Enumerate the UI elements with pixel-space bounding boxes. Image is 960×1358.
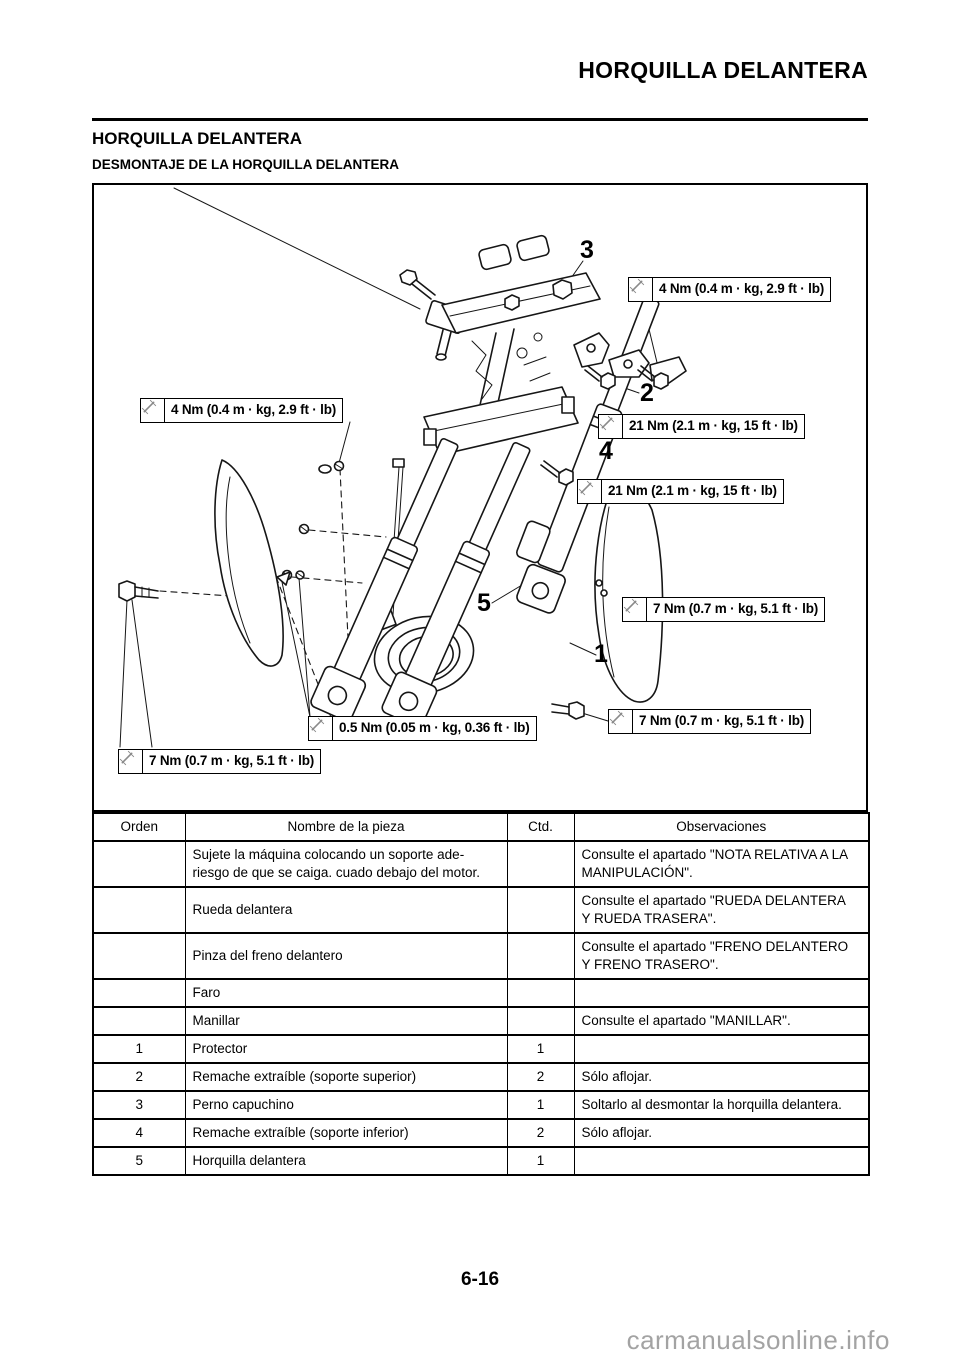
- torque-callout: 0.5 Nm (0.05 m · kg, 0.36 ft · lb): [308, 716, 537, 741]
- part-label-1: 1: [594, 640, 608, 668]
- part-label-3: 3: [580, 236, 594, 264]
- table-header-row: Orden Nombre de la pieza Ctd. Observacio…: [92, 812, 870, 842]
- table-row: 2 Remache extraíble (soporte superior) 2…: [92, 1062, 870, 1092]
- torque-callout: 7 Nm (0.7 m · kg, 5.1 ft · lb): [622, 597, 826, 622]
- bolt-protector-lower: [118, 580, 159, 602]
- torque-callout: 7 Nm (0.7 m · kg, 5.1 ft · lb): [118, 749, 322, 774]
- exploded-diagram-frame: 4 Nm (0.4 m · kg, 2.9 ft · lb) 4 Nm (0.4…: [92, 183, 868, 812]
- part-label-5: 5: [477, 589, 491, 617]
- torque-callout: 4 Nm (0.4 m · kg, 2.9 ft · lb): [628, 277, 832, 302]
- fork-leg-left: [310, 438, 459, 722]
- torque-value: 0.5 Nm (0.05 m · kg, 0.36 ft · lb): [339, 720, 530, 735]
- subsection-title: DESMONTAJE DE LA HORQUILLA DELANTERA: [92, 157, 399, 172]
- table-row: Pinza del freno delantero Consulte el ap…: [92, 932, 870, 980]
- table-row: 3 Perno capuchino 1 Soltarlo al desmonta…: [92, 1090, 870, 1120]
- page-header-title: HORQUILLA DELANTERA: [578, 57, 868, 83]
- torque-callout: 4 Nm (0.4 m · kg, 2.9 ft · lb): [140, 398, 344, 423]
- part-label-4: 4: [599, 437, 613, 465]
- table-row: 4 Remache extraíble (soporte inferior) 2…: [92, 1118, 870, 1148]
- torque-wrench-icon: [578, 480, 602, 503]
- torque-callout: 7 Nm (0.7 m · kg, 5.1 ft · lb): [608, 709, 812, 734]
- protector-right: [594, 480, 664, 703]
- bolt-item2: [584, 365, 616, 390]
- torque-value: 4 Nm (0.4 m · kg, 2.9 ft · lb): [171, 402, 337, 417]
- part-label-2: 2: [640, 379, 654, 407]
- torque-wrench-icon: [599, 415, 623, 438]
- torque-value: 4 Nm (0.4 m · kg, 2.9 ft · lb): [659, 281, 825, 296]
- fork-leg-right: [381, 442, 531, 728]
- triple-clamp-assembly: [423, 234, 601, 456]
- protector-left: [214, 459, 284, 667]
- table-row: 1 Protector 1: [92, 1034, 870, 1064]
- col-header-orden: Orden: [92, 812, 186, 842]
- header-rule: [92, 118, 868, 121]
- torque-value: 21 Nm (2.1 m · kg, 15 ft · lb): [629, 418, 798, 433]
- torque-wrench-icon: [309, 717, 333, 740]
- col-header-observaciones: Observaciones: [573, 812, 870, 842]
- torque-callout: 21 Nm (2.1 m · kg, 15 ft · lb): [598, 414, 805, 439]
- torque-callout: 21 Nm (2.1 m · kg, 15 ft · lb): [577, 479, 784, 504]
- torque-value: 7 Nm (0.7 m · kg, 5.1 ft · lb): [653, 601, 819, 616]
- table-row: Manillar Consulte el apartado "MANILLAR"…: [92, 1006, 870, 1036]
- col-header-nombre: Nombre de la pieza: [184, 812, 508, 842]
- bolt-4nm: [637, 365, 669, 390]
- bolt-item4: [540, 460, 574, 486]
- page-number: 6-16: [460, 1269, 500, 1290]
- table-row: 5 Horquilla delantera 1: [92, 1146, 870, 1176]
- parts-table: Orden Nombre de la pieza Ctd. Observacio…: [92, 812, 870, 1176]
- col-header-ctd: Ctd.: [506, 812, 575, 842]
- torque-value: 7 Nm (0.7 m · kg, 5.1 ft · lb): [149, 753, 315, 768]
- torque-wrench-icon: [141, 399, 165, 422]
- torque-value: 7 Nm (0.7 m · kg, 5.1 ft · lb): [639, 713, 805, 728]
- torque-wrench-icon: [609, 710, 633, 733]
- section-title: HORQUILLA DELANTERA: [92, 129, 302, 148]
- torque-wrench-icon: [119, 750, 143, 773]
- torque-wrench-icon: [623, 598, 647, 621]
- table-row: Faro: [92, 978, 870, 1008]
- torque-wrench-icon: [629, 278, 653, 301]
- bolt-protector-right: [551, 701, 585, 720]
- table-row: Rueda delantera Consulte el apartado "RU…: [92, 886, 870, 934]
- table-row: Sujete la máquina colocando un soporte a…: [92, 840, 870, 888]
- torque-value: 21 Nm (2.1 m · kg, 15 ft · lb): [608, 483, 777, 498]
- watermark: carmanualsonline.info: [626, 1325, 890, 1355]
